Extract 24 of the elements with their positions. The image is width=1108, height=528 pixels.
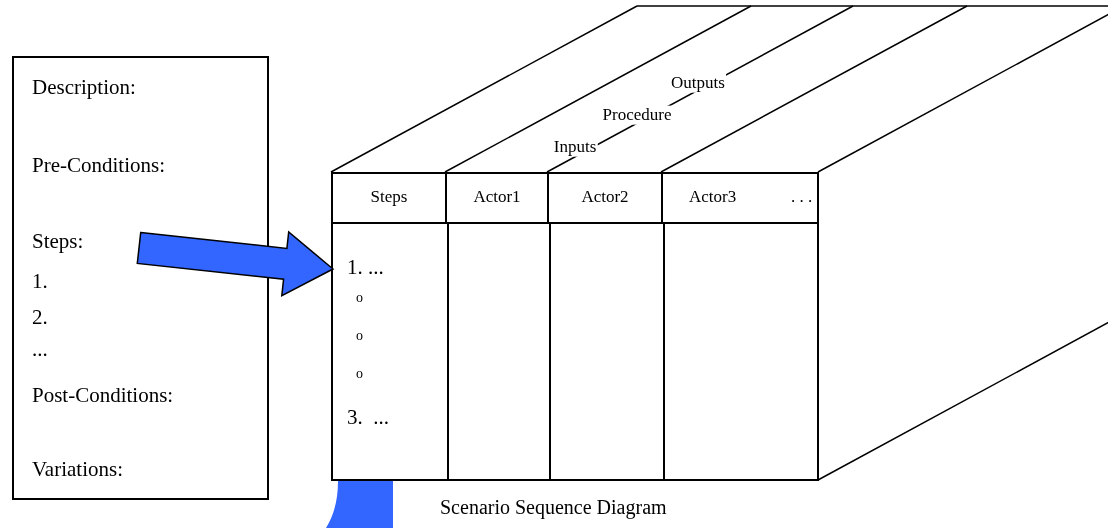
field-label: Description: — [32, 76, 136, 100]
block-arrow — [136, 230, 335, 297]
field-label: Variations: — [32, 458, 123, 482]
field-label: Pre-Conditions: — [32, 154, 165, 178]
layer-label: Procedure — [601, 105, 673, 125]
continuation-mark: o — [356, 328, 363, 344]
step-text: 3. ... — [347, 406, 389, 430]
use-case-card — [12, 56, 269, 500]
field-label: Steps: — [32, 230, 84, 254]
field-label: Post-Conditions: — [32, 384, 174, 408]
column-header: Actor1 — [473, 188, 521, 207]
column-header: Actor2 — [581, 188, 629, 207]
field-label: ... — [32, 338, 48, 362]
scenario-table — [331, 172, 819, 481]
column-header: Actor3 — [689, 188, 737, 207]
layer-label: Outputs — [670, 73, 726, 93]
diagram-caption: Scenario Sequence Diagram — [440, 496, 667, 518]
ellipsis-text: . . . — [791, 188, 813, 207]
continuation-mark: o — [356, 290, 363, 306]
field-label: 2. — [32, 306, 48, 330]
continuation-mark: o — [356, 366, 363, 382]
step-text: 1. ... — [347, 256, 384, 280]
field-label: 1. — [32, 270, 48, 294]
column-header: Steps — [370, 188, 408, 207]
